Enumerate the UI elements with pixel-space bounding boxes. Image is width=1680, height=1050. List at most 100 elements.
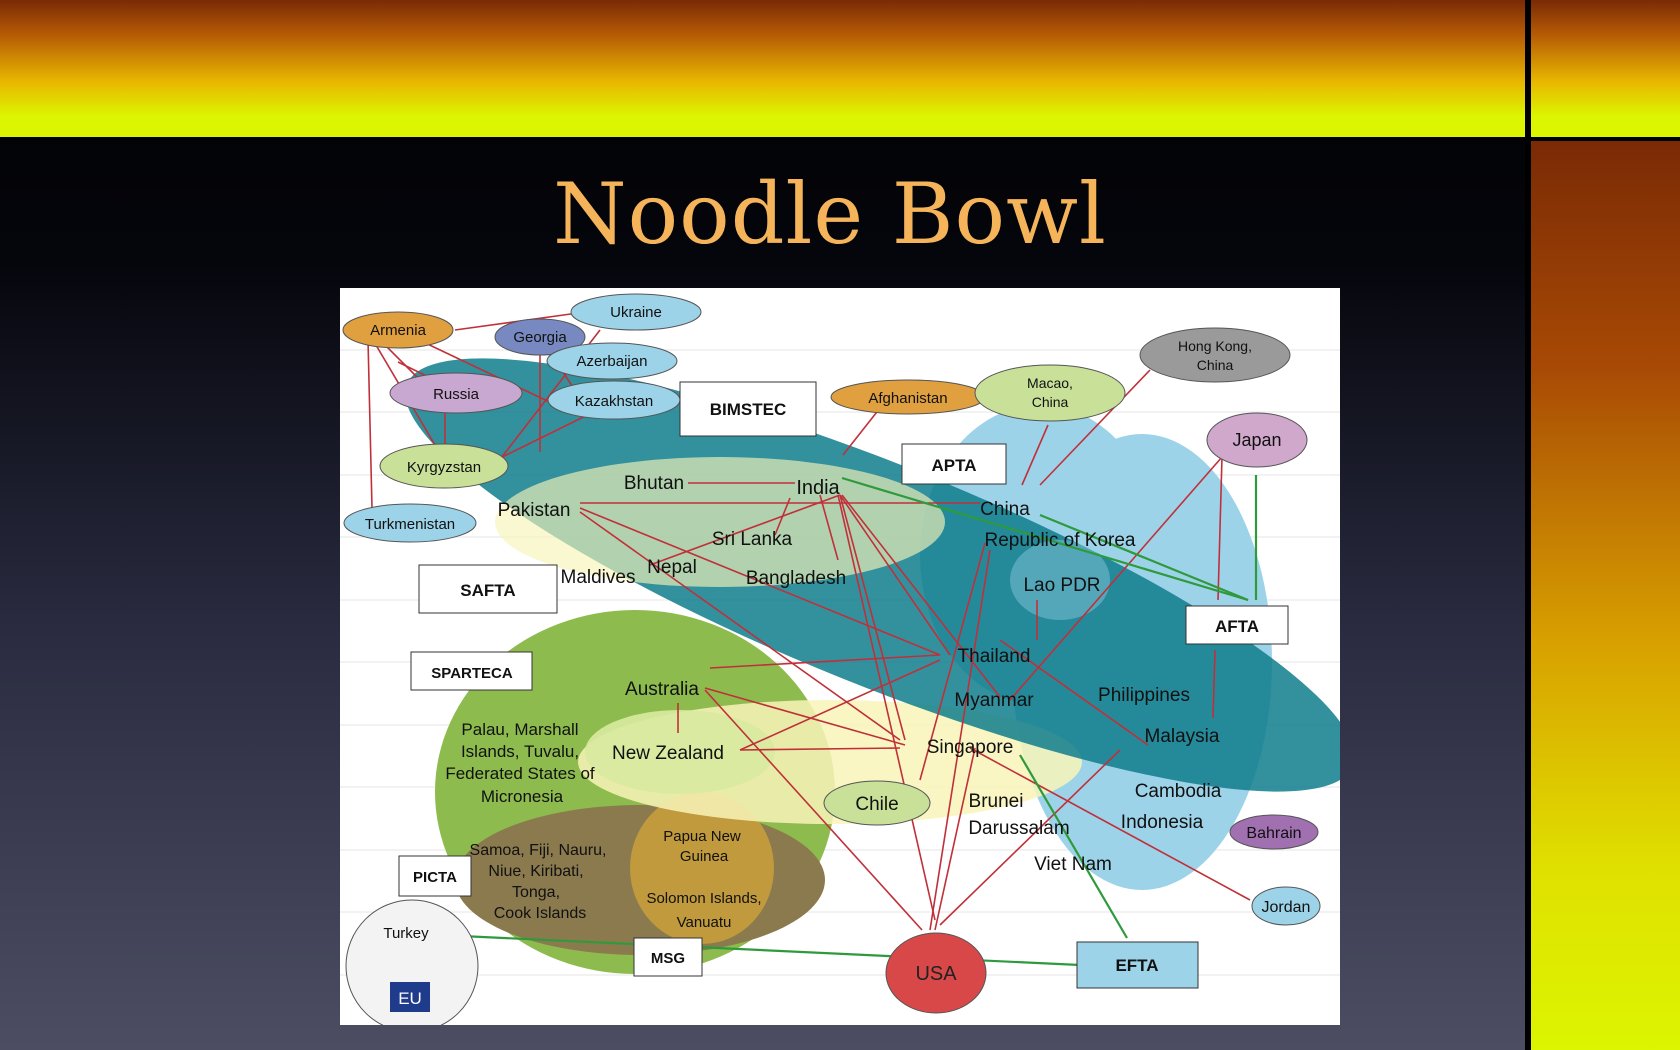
msg-box [633,937,703,977]
safta-label: SAFTA [460,581,515,600]
turkmenistan-label: Turkmenistan [365,516,455,533]
corner-gradient-block [1531,0,1680,137]
georgia-label: Georgia [513,329,567,346]
macao-node [974,364,1126,422]
malaysia-label: Malaysia [1145,726,1220,747]
japan-label: Japan [1232,430,1281,450]
header-gradient-band [0,0,1525,137]
anzcerta-region [585,710,775,794]
safta-region [495,457,945,587]
azerbaijan-label: Azerbaijan [577,353,648,370]
armenia-label: Armenia [370,322,427,339]
india-label: India [796,477,840,499]
hongkong-node [1139,327,1291,383]
jordan-label: Jordan [1262,899,1311,916]
region-labels: Bhutan India Pakistan Sri Lanka Maldives… [445,473,1221,931]
indonesia-label: Indonesia [1121,812,1204,833]
china-label: China [980,499,1030,520]
japan-node [1206,412,1308,468]
kyrgyzstan-node [379,443,509,489]
efta-box [1076,941,1199,989]
bloc-boxes: BIMSTEC APTA SAFTA SPARTECA AFTA PICTA M… [398,381,1289,989]
msg-region [630,792,774,944]
hongkong-label-line2: China [1197,357,1234,373]
afta-label: AFTA [1215,617,1259,636]
noodle-bowl-diagram: Armenia Georgia Ukraine Azerbaijan Russi… [340,288,1340,1025]
palau-label-line3: Federated States of [445,764,595,783]
georgia-node [494,318,586,356]
philippines-label: Philippines [1098,685,1190,706]
chile-node [823,780,931,826]
eu-label: EU [398,989,422,1008]
bhutan-label: Bhutan [624,473,684,494]
apta-label: APTA [931,456,976,475]
ukraine-node [570,293,702,331]
sparteca-label: SPARTECA [431,665,513,682]
afghanistan-label: Afghanistan [868,390,947,407]
apta-box [901,443,1007,485]
myanmar-label: Myanmar [954,690,1034,711]
bangladesh-label: Bangladesh [746,568,846,589]
samoa-label-line2: Niue, Kiribati, [488,863,583,880]
solomon-label-line1: Solomon Islands, [646,890,761,907]
picta-box [398,855,472,897]
slide-title: Noodle Bowl [553,165,1107,263]
thailand-label: Thailand [958,646,1031,667]
bimstec-box [679,381,817,437]
newzealand-label: New Zealand [612,743,724,764]
kazakhstan-label: Kazakhstan [575,393,653,410]
samoa-label-line3: Tonga, [512,884,560,901]
png-label-line1: Papua New [663,828,741,845]
side-gradient-band [1531,141,1680,1050]
macao-label-line1: Macao, [1027,375,1073,391]
brunei-label-line1: Brunei [969,791,1024,812]
cambodia-label: Cambodia [1135,781,1222,802]
sparteca-box [410,651,533,691]
chile-label: Chile [855,794,898,815]
ukraine-label: Ukraine [610,304,662,321]
srilanka-label: Sri Lanka [712,529,793,550]
macao-label-line2: China [1032,394,1069,410]
eu-flag-box [390,982,430,1012]
solomon-label-line2: Vanuatu [677,914,732,931]
bahrain-label: Bahrain [1246,825,1301,842]
palau-label-line4: Micronesia [481,787,564,806]
hongkong-label-line1: Hong Kong, [1178,338,1252,354]
palau-label-line2: Islands, Tuvalu, [461,742,579,761]
lao-region [1010,540,1110,620]
vertical-divider [1525,0,1531,1050]
country-nodes: Armenia Georgia Ukraine Azerbaijan Russi… [342,293,1321,1025]
samoa-label-line1: Samoa, Fiji, Nauru, [470,842,607,859]
turkey-label: Turkey [383,925,429,942]
jordan-node [1251,886,1321,926]
azerbaijan-node [546,342,678,380]
horizontal-divider [1531,137,1680,141]
kyrgyzstan-label: Kyrgyzstan [407,459,481,476]
brunei-label-line2: Darussalam [968,818,1069,839]
nepal-label: Nepal [647,557,697,578]
safta-box [418,564,558,614]
palau-label-line1: Palau, Marshall [461,720,578,739]
usa-label: USA [915,963,957,985]
turkey-eu-node [345,899,479,1025]
maldives-label: Maldives [561,567,636,588]
png-label-line2: Guinea [680,848,729,865]
bimstec-label: BIMSTEC [710,400,787,419]
laopdr-label: Lao PDR [1023,575,1100,596]
russia-node [389,372,523,414]
pakistan-label: Pakistan [498,500,571,521]
afta-box [1185,605,1289,645]
turkmenistan-node [343,503,477,543]
msg-label: MSG [651,950,685,967]
efta-label: EFTA [1115,956,1158,975]
armenia-node [342,311,454,349]
vietnam-label: Viet Nam [1034,854,1112,875]
picta-label: PICTA [413,869,457,886]
bahrain-node [1229,814,1319,850]
korea-label: Republic of Korea [984,530,1135,551]
russia-label: Russia [433,386,480,403]
singapore-label: Singapore [927,737,1014,758]
australia-label: Australia [625,679,699,700]
samoa-label-line4: Cook Islands [494,905,587,922]
usa-node [885,932,987,1014]
